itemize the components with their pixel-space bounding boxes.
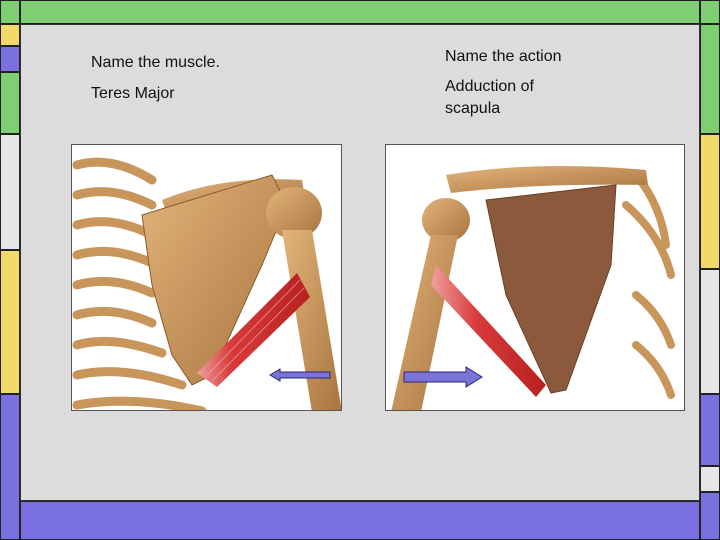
acromion	[446, 166, 648, 193]
left-strip-1	[0, 24, 20, 46]
spine-ribs	[622, 171, 675, 399]
humerus-head-right	[422, 198, 470, 242]
right-heading: Name the action	[445, 48, 562, 65]
right-strip-5	[700, 466, 720, 492]
bottom-bar	[20, 501, 700, 540]
arrow-right	[403, 366, 483, 388]
top-left-block	[0, 0, 20, 24]
humerus-shaft	[282, 230, 341, 410]
right-strip-2	[700, 134, 720, 269]
left-strip-2	[0, 46, 20, 72]
scapula-shaded	[485, 184, 617, 394]
right-answer: Adduction of scapula	[445, 78, 534, 117]
top-right-block	[700, 0, 720, 24]
top-bar	[20, 0, 700, 24]
humerus-head	[266, 187, 322, 239]
right-strip-1	[700, 24, 720, 134]
left-strip-4	[0, 134, 20, 250]
left-strip-5	[0, 250, 20, 394]
teres-major-muscle	[197, 273, 310, 387]
right-strip-6	[700, 492, 720, 540]
left-answer: Teres Major	[91, 85, 175, 102]
teres-major-illustration	[72, 157, 341, 410]
teres-major-muscle-right	[431, 265, 546, 397]
right-strip-4	[700, 394, 720, 466]
adduction-figure	[385, 144, 685, 411]
humerus-shaft-right	[391, 235, 458, 410]
adduction-illustration	[391, 166, 675, 410]
left-strip-6	[0, 394, 20, 540]
left-strip-3	[0, 72, 20, 134]
teres-major-figure	[71, 144, 342, 411]
left-heading: Name the muscle.	[91, 54, 220, 71]
ribs	[72, 157, 207, 410]
arrow-left	[269, 368, 331, 382]
right-strip-3	[700, 269, 720, 394]
